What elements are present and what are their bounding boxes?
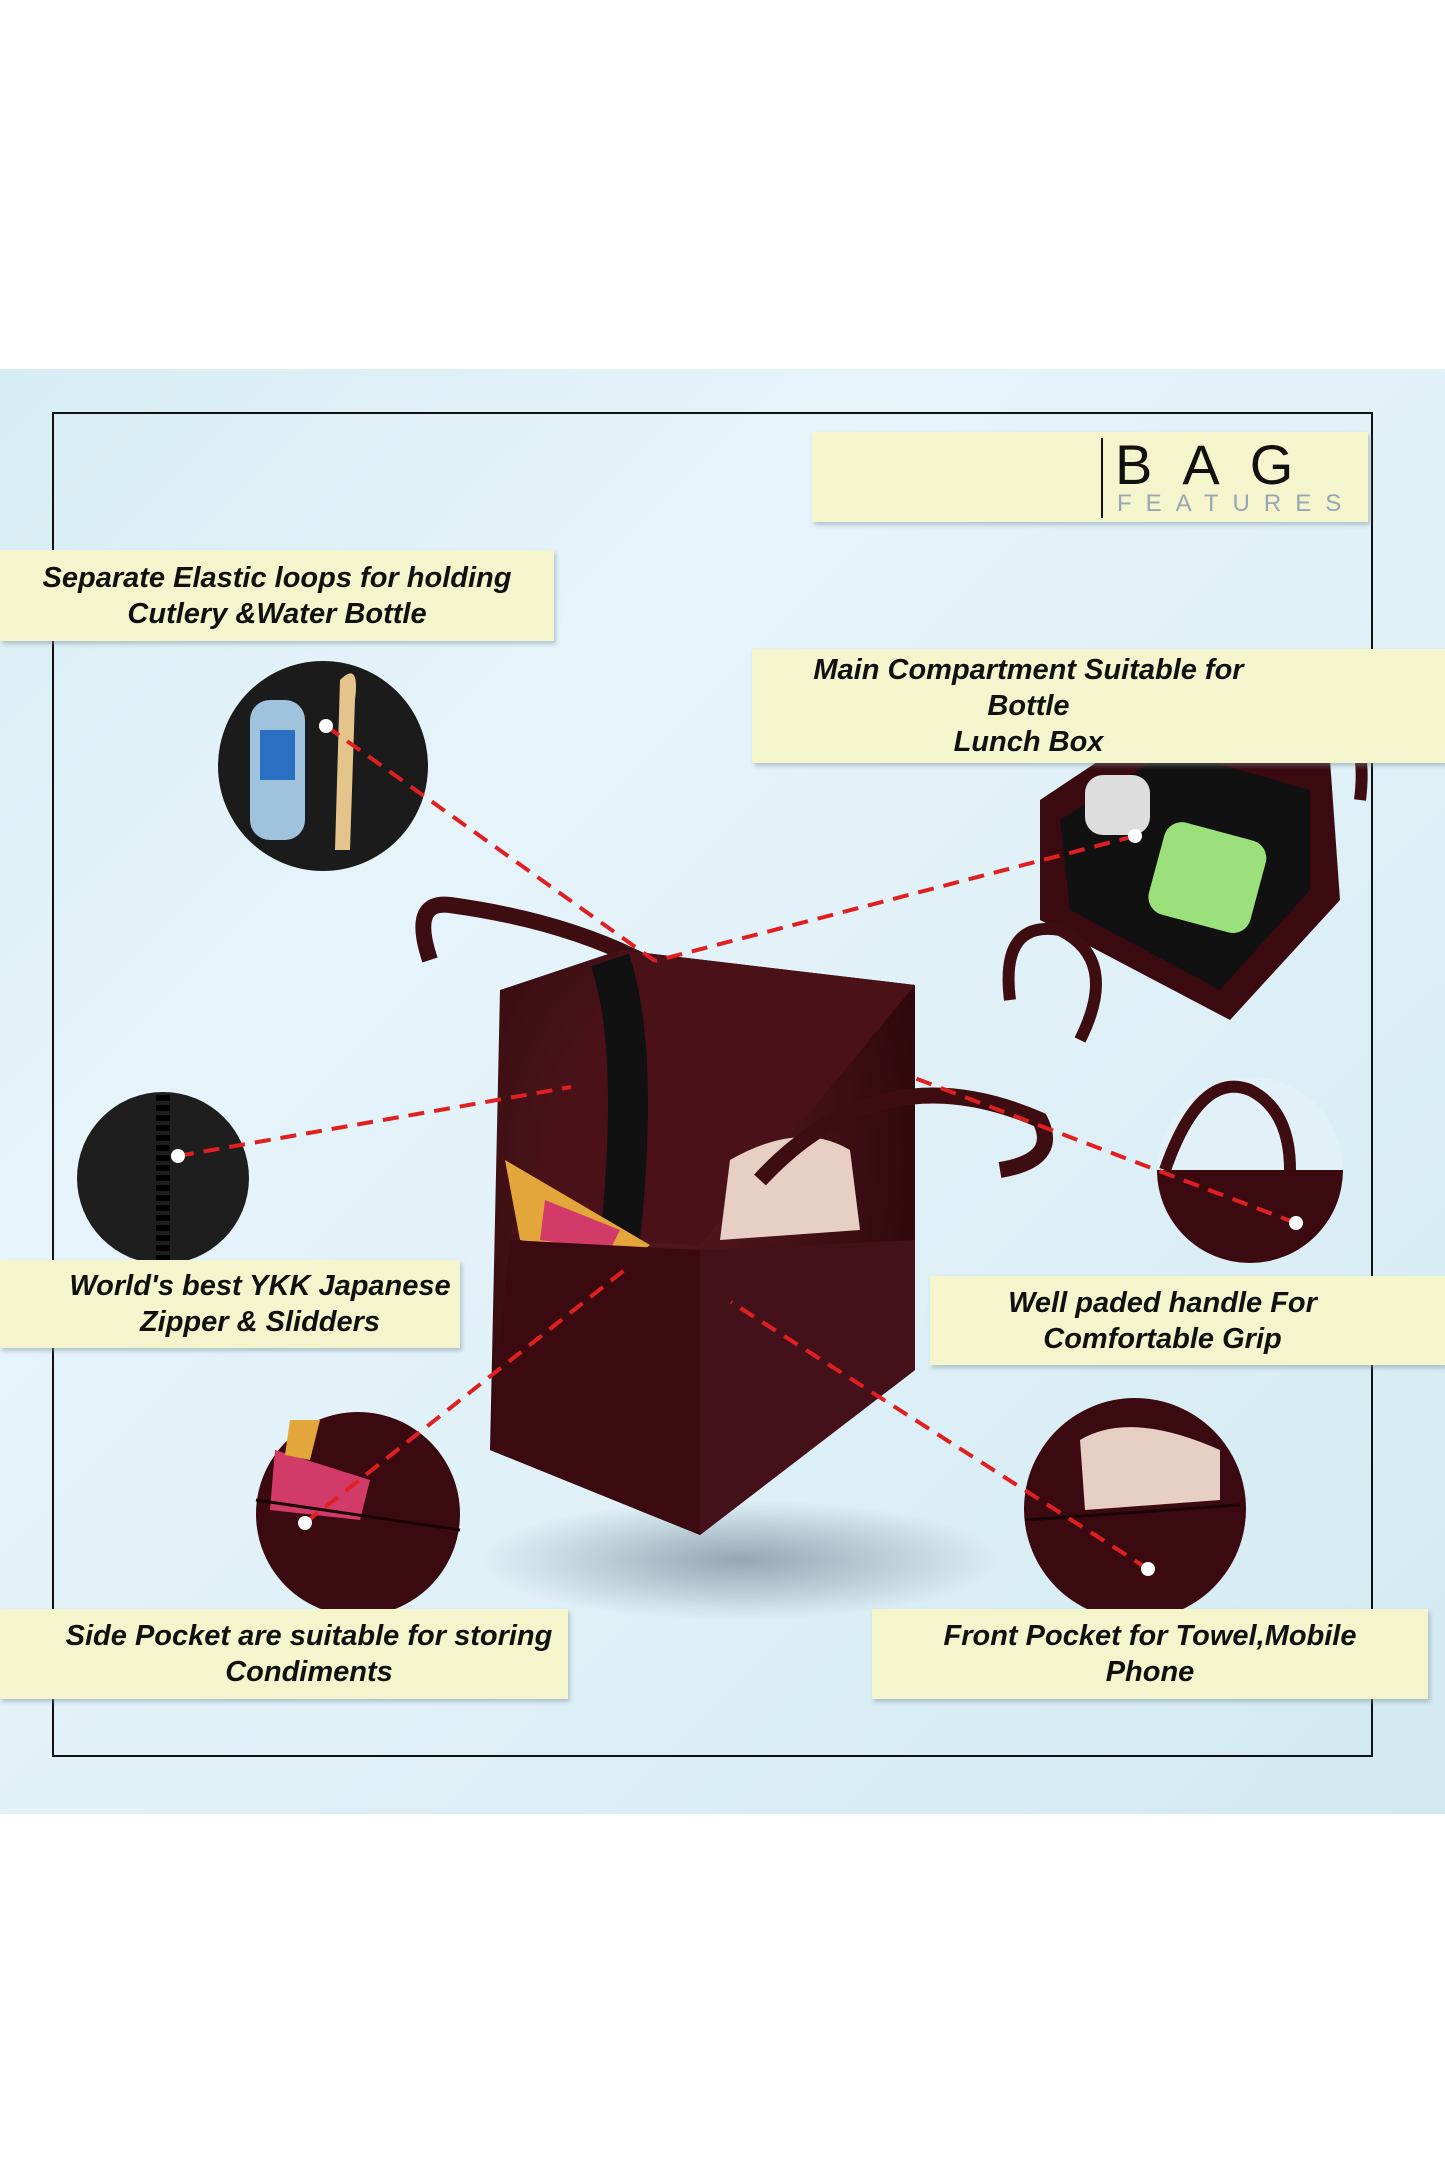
detail-side-pocket-circle xyxy=(255,1412,461,1616)
title-main: BAG xyxy=(1115,433,1324,496)
feature-text: Side Pocket are suitable for storing xyxy=(65,1620,553,1652)
feature-text: Lunch Box xyxy=(953,726,1104,758)
feature-label-main-compartment: Main Compartment Suitable for Bottle Lun… xyxy=(752,649,1445,763)
feature-text: Condiments xyxy=(225,1656,393,1688)
detail-handle-circle xyxy=(1157,1077,1343,1263)
title-sub: FEATURES xyxy=(1117,490,1356,517)
title-banner: BAG FEATURES xyxy=(812,432,1368,522)
detail-front-pocket-circle xyxy=(1024,1398,1246,1620)
feature-label-side-pocket: Side Pocket are suitable for storing Con… xyxy=(0,1609,568,1699)
feature-text: Front Pocket for Towel,Mobile xyxy=(943,1620,1357,1652)
callout-dots xyxy=(171,719,1303,1576)
detail-cutlery-circle xyxy=(218,661,428,871)
feature-label-handle: Well paded handle For Comfortable Grip xyxy=(930,1276,1445,1365)
feature-text: Main Compartment Suitable for xyxy=(813,654,1244,686)
frame-border xyxy=(52,412,1373,1757)
detail-zipper-circle xyxy=(77,1092,249,1265)
feature-text: Well paded handle For xyxy=(1008,1286,1317,1319)
feature-text: Separate Elastic loops for holding xyxy=(42,561,512,594)
main-bag-image xyxy=(415,896,1053,1620)
feature-label-front-pocket: Front Pocket for Towel,Mobile Phone xyxy=(872,1609,1428,1699)
feature-text: World's best YKK Japanese xyxy=(69,1270,451,1302)
feature-text: Bottle xyxy=(987,690,1070,722)
feature-text: Comfortable Grip xyxy=(1043,1322,1282,1355)
callout-lines xyxy=(177,724,1297,1571)
feature-text: Cutlery &Water Bottle xyxy=(127,597,427,630)
feature-label-zipper: World's best YKK Japanese Zipper & Slidd… xyxy=(0,1260,460,1348)
feature-label-elastic-loops: Separate Elastic loops for holding Cutle… xyxy=(0,550,554,641)
feature-text: Phone xyxy=(1105,1656,1195,1688)
feature-text: Zipper & Slidders xyxy=(139,1306,381,1338)
title-divider xyxy=(1101,438,1103,518)
